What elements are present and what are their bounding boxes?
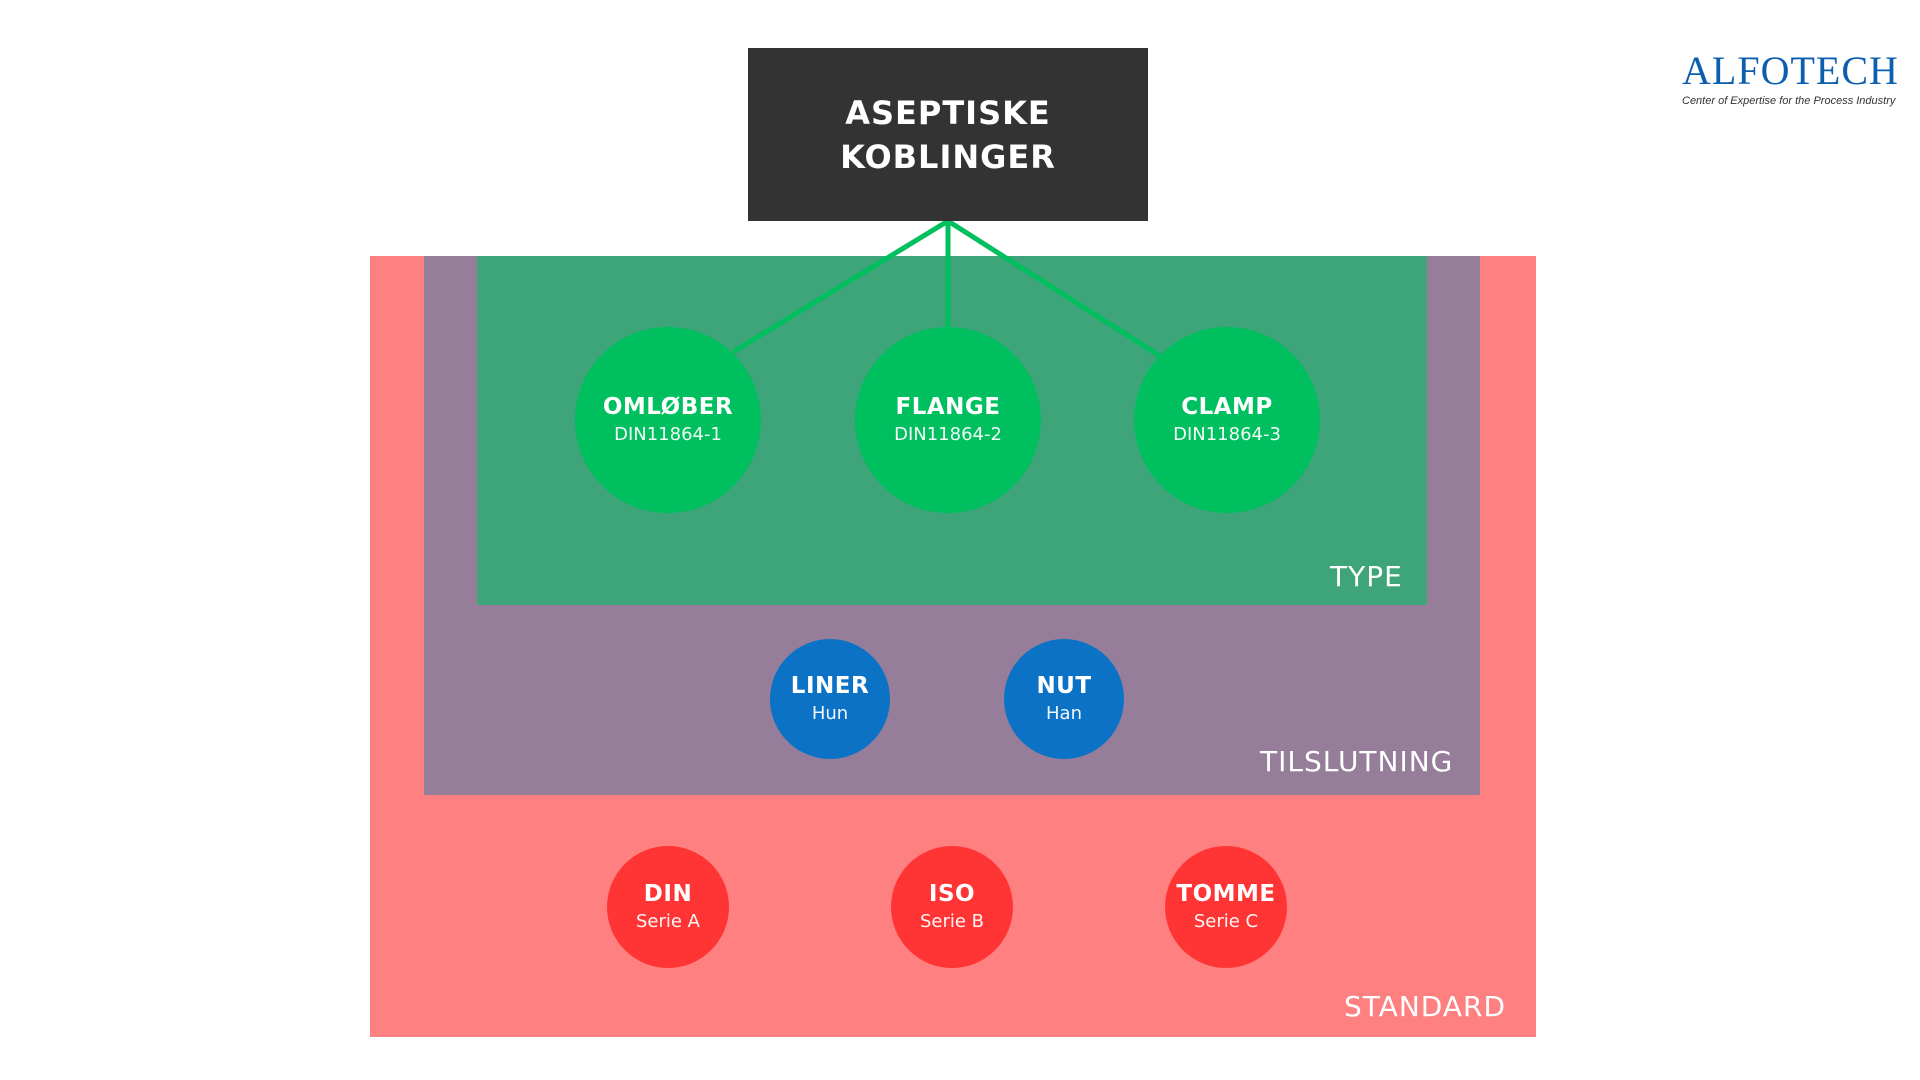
logo-tagline: Center of Expertise for the Process Indu… bbox=[1682, 95, 1896, 107]
layer-label-standard: STANDARD bbox=[1344, 990, 1507, 1023]
type-node-clamp: CLAMP DIN11864-3 bbox=[1134, 327, 1320, 513]
title-line-2: KOBLINGER bbox=[840, 137, 1056, 176]
type-node-flange: FLANGE DIN11864-2 bbox=[855, 327, 1041, 513]
layer-label-tilslutning: TILSLUTNING bbox=[1260, 745, 1454, 778]
tilslutning-node-nut: NUT Han bbox=[1004, 639, 1124, 759]
node-title: NUT bbox=[1036, 673, 1092, 699]
node-subtitle: DIN11864-3 bbox=[1173, 424, 1281, 445]
node-title: DIN bbox=[643, 881, 693, 907]
standard-node-iso: ISO Serie B bbox=[891, 846, 1013, 968]
node-title: CLAMP bbox=[1181, 394, 1273, 420]
alfotech-logo: ALFOTECH Center of Expertise for the Pro… bbox=[1680, 46, 1905, 116]
type-node-omlober: OMLØBER DIN11864-1 bbox=[575, 327, 761, 513]
logo-wordmark: ALFOTECH bbox=[1682, 48, 1899, 93]
node-subtitle: Serie A bbox=[635, 911, 700, 932]
node-title: LINER bbox=[790, 673, 870, 699]
node-title: TOMME bbox=[1176, 881, 1276, 907]
layer-label-type: TYPE bbox=[1330, 560, 1403, 593]
node-title: ISO bbox=[928, 881, 976, 907]
node-subtitle: Serie C bbox=[1193, 911, 1259, 932]
node-subtitle: DIN11864-2 bbox=[894, 424, 1002, 445]
standard-node-din: DIN Serie A bbox=[607, 846, 729, 968]
title-line-1: ASEPTISKE bbox=[845, 93, 1051, 132]
tilslutning-node-liner: LINER Hun bbox=[770, 639, 890, 759]
node-subtitle: Han bbox=[1046, 703, 1082, 724]
node-title: FLANGE bbox=[895, 394, 1001, 420]
node-subtitle: Hun bbox=[811, 703, 849, 724]
node-title: OMLØBER bbox=[602, 394, 734, 420]
node-subtitle: Serie B bbox=[919, 911, 985, 932]
title-box: ASEPTISKE KOBLINGER bbox=[748, 48, 1148, 221]
standard-node-tomme: TOMME Serie C bbox=[1165, 846, 1287, 968]
node-subtitle: DIN11864-1 bbox=[614, 424, 722, 445]
